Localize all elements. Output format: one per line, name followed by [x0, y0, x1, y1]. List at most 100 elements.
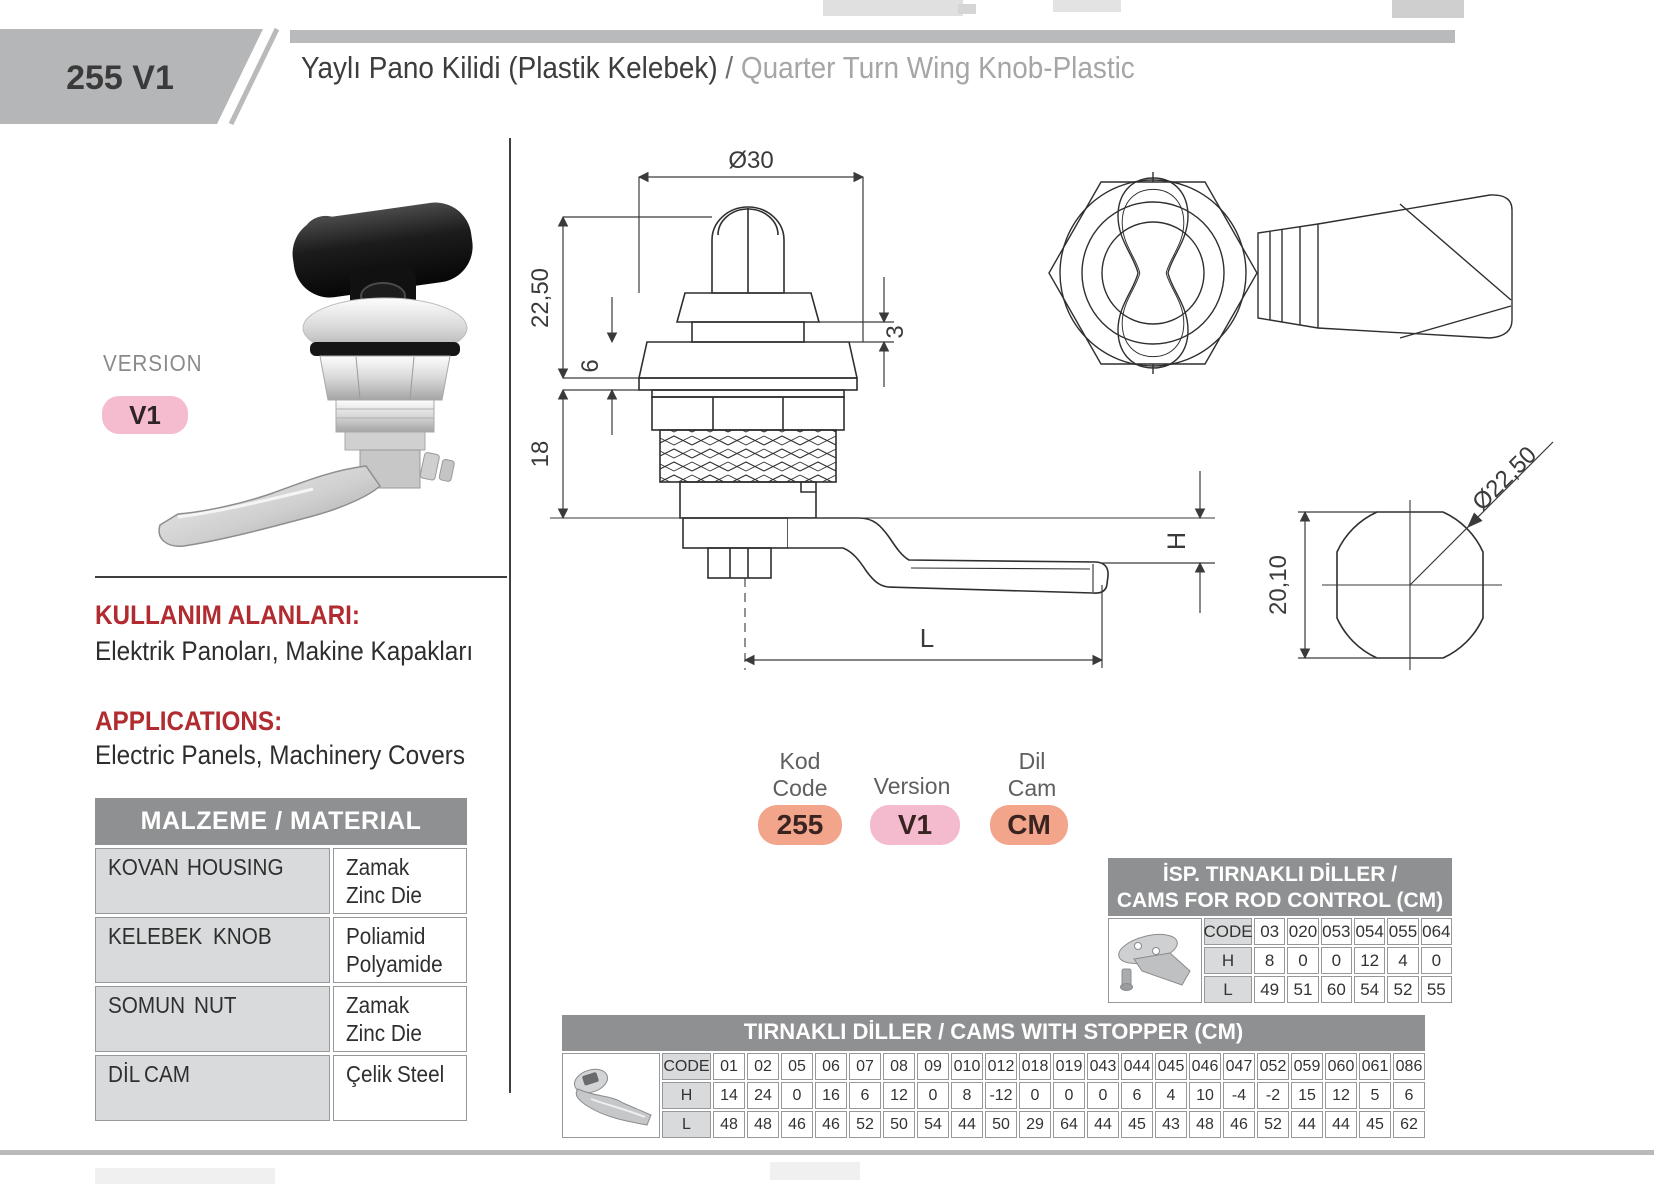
- l-cell: 52: [849, 1111, 881, 1138]
- material-name-en: HOUSING: [186, 854, 284, 880]
- h-cell: 16: [815, 1082, 847, 1109]
- h-cell: 0: [1053, 1082, 1085, 1109]
- row-label-h: H: [1204, 947, 1252, 974]
- l-cell: 46: [815, 1111, 847, 1138]
- l-cell: 55: [1420, 976, 1452, 1003]
- photo-cam-lever: [158, 465, 381, 547]
- dim-collar-height: 3: [882, 325, 909, 338]
- h-cell: 8: [951, 1082, 983, 1109]
- material-value-tr: Çelik: [346, 1061, 393, 1087]
- l-cell: 50: [985, 1111, 1017, 1138]
- h-cell: 15: [1291, 1082, 1323, 1109]
- code-cell: 046: [1189, 1053, 1221, 1080]
- row-label-code: CODE: [1203, 918, 1253, 945]
- h-cell: 6: [1393, 1082, 1425, 1109]
- h-cell: 6: [849, 1082, 881, 1109]
- l-cell: 64: [1053, 1111, 1085, 1138]
- material-table-header: MALZEME / MATERIAL: [95, 798, 467, 845]
- usage-text-tr: Elektrik Panoları, Makine Kapakları: [95, 636, 474, 666]
- dim-cam-offset: H: [1163, 532, 1191, 550]
- l-cell: 54: [1353, 976, 1386, 1003]
- order-cam-badge: CM: [990, 805, 1068, 845]
- stopper-cams-table: TIRNAKLI DİLLER / CAMS WITH STOPPER (CM)…: [562, 1015, 1425, 1138]
- material-name-en: NUT: [193, 992, 237, 1018]
- usage-heading-en: APPLICATIONS:: [95, 706, 283, 736]
- l-cell: 49: [1254, 976, 1286, 1003]
- h-cell: 12: [1325, 1082, 1357, 1109]
- material-value-tr: Poliamid: [346, 923, 426, 949]
- code-cell: 08: [883, 1053, 915, 1080]
- h-cell: 4: [1387, 947, 1419, 974]
- h-cell: 0: [1320, 947, 1352, 974]
- l-cell: 45: [1121, 1111, 1153, 1138]
- material-value-tr: Zamak: [346, 992, 410, 1018]
- h-cell: 0: [1019, 1082, 1051, 1109]
- l-cell: 52: [1387, 976, 1419, 1003]
- header-strip: [290, 30, 1455, 43]
- l-cell: 54: [917, 1111, 949, 1138]
- knob-neck-rings: [1257, 223, 1319, 329]
- knob-outer-circle: [1059, 179, 1247, 367]
- dim-knob-diameter: Ø30: [728, 147, 773, 174]
- scan-artifact: [770, 1162, 860, 1180]
- l-cell: 44: [951, 1111, 983, 1138]
- dim-head-height: 6: [577, 359, 604, 372]
- photo-wing-knob: [292, 202, 473, 298]
- code-cell: 020: [1287, 918, 1319, 945]
- knob-inner-circle: [1101, 221, 1205, 325]
- material-value-en: Steel: [397, 1061, 445, 1087]
- material-name-en: CAM: [143, 1061, 190, 1087]
- bottom-rule: [0, 1150, 1654, 1155]
- h-cell: 4: [1155, 1082, 1187, 1109]
- h-cell: -4: [1223, 1082, 1255, 1109]
- cam-stopper-icon: [562, 1053, 660, 1138]
- side-view-drawing: [1048, 172, 1513, 374]
- l-cell: 48: [747, 1111, 779, 1138]
- photo-hex-nut: [319, 355, 451, 401]
- dim-cam-length: L: [920, 623, 934, 653]
- material-value-tr: Zamak: [346, 854, 410, 880]
- code-cell: 054: [1353, 918, 1386, 945]
- product-code-badge: 255 V1: [0, 27, 280, 126]
- knob-hexagon: [1048, 181, 1258, 365]
- code-cell: 03: [1254, 918, 1286, 945]
- row-label-code: CODE: [662, 1053, 711, 1080]
- code-cell: 086: [1393, 1053, 1425, 1080]
- page-title: Yaylı Pano Kilidi (Plastik Kelebek) / Qu…: [301, 50, 1227, 86]
- product-code-text: 255 V1: [66, 59, 174, 97]
- h-cell: 24: [747, 1082, 779, 1109]
- code-cell: 09: [917, 1053, 949, 1080]
- badge-shape: [0, 29, 263, 124]
- l-cell: 46: [781, 1111, 813, 1138]
- code-cell: 06: [815, 1053, 847, 1080]
- l-cell: 60: [1320, 976, 1352, 1003]
- h-cell: 12: [1353, 947, 1386, 974]
- l-cell: 43: [1155, 1111, 1187, 1138]
- dim-cutout-width: 20,10: [1265, 555, 1292, 615]
- code-cell: 012: [985, 1053, 1017, 1080]
- row-label-h: H: [662, 1082, 711, 1109]
- version-label: VERSION: [103, 350, 203, 376]
- material-name-tr: SOMUN: [108, 992, 186, 1018]
- code-cell: 019: [1053, 1053, 1085, 1080]
- scan-artifact: [1392, 0, 1464, 18]
- photo-fork: [419, 452, 455, 482]
- code-cell: 061: [1359, 1053, 1391, 1080]
- product-photo: [158, 202, 473, 547]
- material-value-en: Zinc Die: [346, 882, 422, 908]
- l-cell: 44: [1291, 1111, 1323, 1138]
- h-cell: -2: [1257, 1082, 1289, 1109]
- h-cell: 12: [883, 1082, 915, 1109]
- l-cell: 45: [1359, 1111, 1391, 1138]
